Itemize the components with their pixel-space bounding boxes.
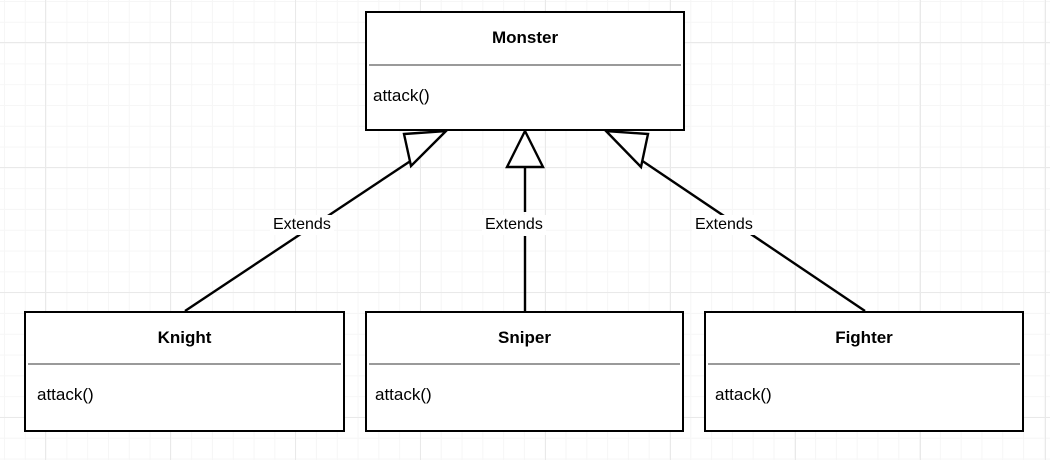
class-name-sniper: Sniper (498, 328, 551, 347)
class-member-knight-attack: attack() (37, 385, 94, 404)
edge-label-fighter-extends: Extends (692, 215, 756, 235)
class-name-fighter: Fighter (835, 328, 893, 347)
class-divider-sniper (369, 363, 680, 365)
class-name-knight: Knight (157, 328, 212, 347)
class-member-fighter-attack: attack() (715, 385, 772, 404)
class-box-fighter[interactable]: Fighter attack() (704, 311, 1024, 432)
class-member-monster-attack: attack() (373, 86, 430, 105)
class-divider-fighter (708, 363, 1020, 365)
class-member-sniper-attack: attack() (375, 385, 432, 404)
class-divider-knight (28, 363, 341, 365)
class-box-knight[interactable]: Knight attack() (24, 311, 345, 432)
inheritance-arrowhead-knight (402, 129, 450, 169)
class-name-monster: Monster (491, 28, 559, 47)
inheritance-arrowhead-sniper (505, 128, 545, 169)
edge-label-knight-extends: Extends (270, 215, 334, 235)
edge-label-sniper-extends: Extends (482, 215, 546, 235)
class-box-sniper[interactable]: Sniper attack() (365, 311, 684, 432)
class-box-monster[interactable]: Monster attack() (365, 11, 685, 131)
class-divider-monster (369, 64, 681, 66)
inheritance-arrowhead-fighter (602, 129, 650, 170)
